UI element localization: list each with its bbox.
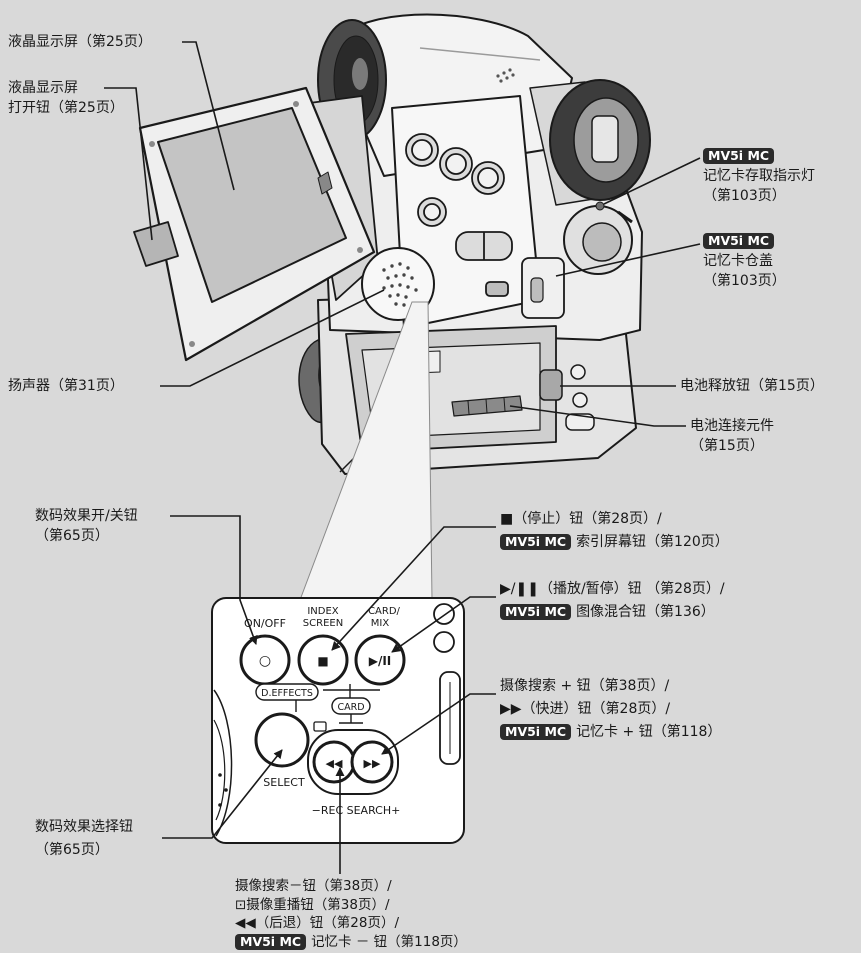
callout-line: 记忆卡存取指示灯	[703, 168, 815, 184]
callout-effects-select: 数码效果选择钮 （第65页）	[35, 816, 133, 862]
viewfinder-eyepiece	[529, 79, 651, 206]
play-pause-symbol: ▶/II	[369, 654, 392, 668]
card-label: CARD	[337, 702, 364, 713]
leader-line-card-access	[603, 157, 701, 205]
side-buttons	[405, 133, 513, 297]
callout-line: ◀◀（后退）钮（第28页）/	[235, 915, 399, 931]
callout-battery-release: 电池释放钮（第15页）	[680, 376, 824, 396]
model-badge: MV5i MC	[703, 148, 775, 164]
callout-line: 摄像搜索 + 钮（第38页）/	[500, 678, 670, 694]
d-effects-label: D.EFFECTS	[261, 688, 313, 699]
callout-line: 电池连接元件	[690, 418, 774, 434]
callout-line: ▶/❚❚（播放/暂停）钮 （第28页）/	[500, 581, 725, 597]
panel-right-details	[433, 603, 461, 765]
callout-line: 数码效果选择钮	[35, 819, 133, 835]
fast-forward-symbol: ▶▶	[364, 757, 381, 770]
callout-line: ⊡摄像重播钮（第38页）/	[235, 896, 390, 913]
card-access-lamp	[595, 201, 605, 211]
record-review-icon	[313, 721, 327, 732]
leader-line-stop	[331, 526, 496, 651]
leader-line-lcd-open	[104, 87, 153, 241]
select-label: SELECT	[263, 776, 305, 789]
rewind-symbol: ◀◀	[326, 757, 343, 770]
leader-line-effects-on-off	[170, 515, 258, 645]
callout-line: 摄像搜索－钮（第38页）/	[235, 878, 392, 894]
card-mix-label-1: CARD/	[368, 606, 400, 617]
callout-battery-terminal: 电池连接元件 （第15页）	[690, 416, 774, 456]
stop-button: ■	[297, 634, 349, 686]
callout-line: （第103页）	[703, 273, 786, 289]
panel-edge-dots	[218, 773, 228, 807]
microphone-grille	[496, 68, 515, 83]
on-off-button: ○	[239, 634, 291, 686]
callout-line: 电池释放钮（第15页）	[680, 378, 824, 394]
callout-line: 数码效果开/关钮	[35, 508, 138, 524]
button-panel-closeup: ON/OFF INDEX SCREEN CARD/ MIX ○ ■ ▶/II D…	[211, 597, 465, 844]
leader-line-speaker	[160, 289, 385, 387]
callout-line: （第15页）	[690, 438, 764, 454]
model-badge: MV5i MC	[500, 724, 572, 740]
callout-line: 打开钮（第25页）	[8, 100, 124, 116]
callout-lcd-open-button: 液晶显示屏 打开钮（第25页）	[8, 78, 124, 118]
on-off-symbol: ○	[259, 653, 271, 669]
card-slot-cover	[521, 257, 565, 319]
callout-line: （第65页）	[35, 842, 109, 858]
callout-line: 记忆卡 + 钮（第118）	[576, 724, 722, 740]
leader-lines	[104, 41, 701, 874]
leader-line-play-pause	[391, 596, 496, 653]
camcorder-illustration	[133, 13, 651, 475]
leader-line-battery-terminal	[509, 405, 686, 427]
zoom-dial	[563, 205, 633, 275]
lcd-open-button	[133, 221, 179, 267]
callout-speaker: 扬声器（第31页）	[8, 376, 124, 396]
leader-line-effects-select	[162, 749, 283, 839]
model-badge: MV5i MC	[500, 534, 572, 550]
rewind-button: ◀◀	[312, 740, 356, 784]
callout-effects-on-off: 数码效果开/关钮 （第65页）	[35, 506, 138, 546]
leader-line-search-plus	[381, 693, 496, 755]
lcd-screen	[157, 107, 347, 303]
callout-line: 图像混合钮（第136）	[576, 604, 715, 620]
lcd-panel	[138, 86, 376, 362]
index-label: INDEX	[307, 606, 338, 617]
callout-lcd-screen: 液晶显示屏（第25页）	[8, 32, 152, 52]
callout-line: 液晶显示屏（第25页）	[8, 34, 152, 50]
callout-line: ▶▶（快进）钮（第28页）/	[500, 701, 671, 717]
callout-line: 液晶显示屏	[8, 80, 78, 96]
callout-line: 记忆卡 － 钮（第118页）	[311, 933, 467, 950]
model-badge: MV5i MC	[235, 933, 307, 950]
battery-terminal	[451, 395, 523, 417]
on-off-label: ON/OFF	[244, 617, 286, 630]
callout-line: （第65页）	[35, 528, 109, 544]
card-mix-label-2: MIX	[371, 618, 390, 629]
callout-search-minus: 摄像搜索－钮（第38页）/ ⊡摄像重播钮（第38页）/ ◀◀（后退）钮（第28页…	[235, 877, 467, 951]
select-button	[254, 712, 310, 768]
fast-forward-button: ▶▶	[350, 740, 394, 784]
leader-line-card-cover	[555, 243, 701, 277]
callout-line: 索引屏幕钮（第120页）	[576, 534, 729, 550]
callout-card-access-indicator: MV5i MC 记忆卡存取指示灯 （第103页）	[703, 146, 815, 206]
leader-line-lcd-screen	[182, 41, 235, 191]
model-badge: MV5i MC	[500, 604, 572, 620]
model-badge: MV5i MC	[703, 233, 775, 249]
callout-line: 扬声器（第31页）	[8, 378, 124, 394]
right-side-buttons	[565, 364, 595, 431]
callout-line: （第103页）	[703, 188, 786, 204]
screen-label: SCREEN	[303, 618, 343, 629]
callout-card-slot-cover: MV5i MC 记忆卡仓盖 （第103页）	[703, 231, 786, 291]
stop-symbol: ■	[317, 654, 328, 668]
rec-search-label: −REC SEARCH+	[312, 804, 401, 817]
battery-release-button	[539, 369, 563, 401]
play-pause-button: ▶/II	[354, 634, 406, 686]
callout-line: ■（停止）钮（第28页）/	[500, 511, 662, 527]
callout-line: 记忆卡仓盖	[703, 253, 773, 269]
